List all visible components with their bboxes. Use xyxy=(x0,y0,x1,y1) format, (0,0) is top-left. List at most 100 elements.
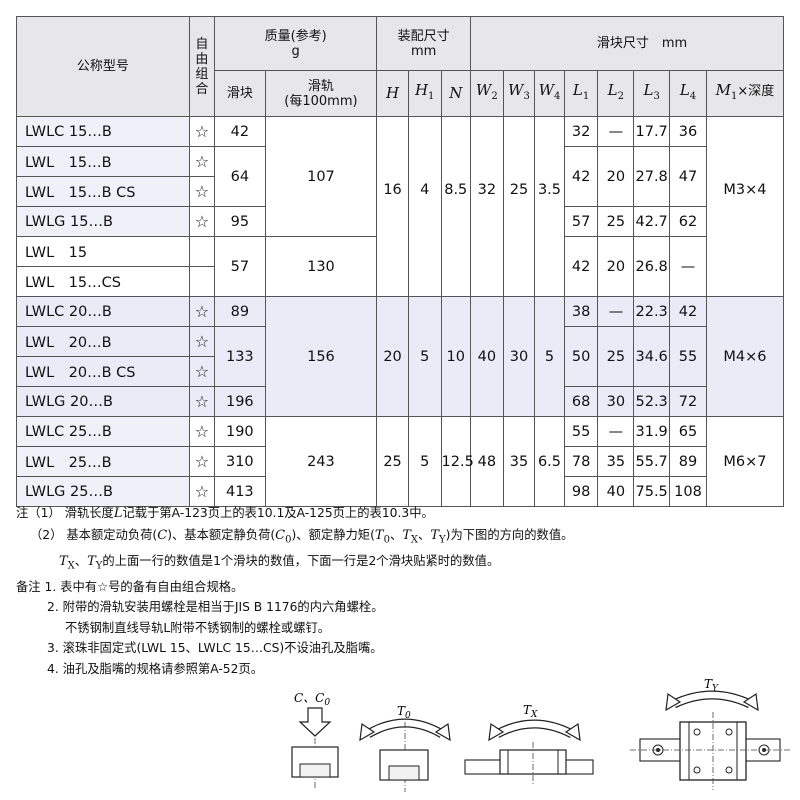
N-cell: 8.5 xyxy=(440,116,472,297)
table-row: LWLG 20…B ☆ 196 68 30 52.3 72 xyxy=(16,386,784,417)
screw-icon xyxy=(693,766,701,774)
table-row: LWL 15 57 130 42 20 26.8 — xyxy=(16,236,784,297)
L2-cell: — xyxy=(597,416,635,447)
L4-cell: 47 xyxy=(669,146,707,207)
L2-cell: 30 xyxy=(597,386,635,417)
block-mass-cell: 310 xyxy=(214,446,266,477)
header-N: N xyxy=(440,70,472,117)
star-icon: ☆ xyxy=(188,416,216,447)
note-2-detail: TX、TY的上面一行的数值是1个滑块的数值，下面一行是2个滑块贴紧时的数值。 xyxy=(59,553,500,572)
L1-cell: 42 xyxy=(563,146,599,207)
L2-cell: 20 xyxy=(597,146,635,207)
M1-cell: M4×6 xyxy=(705,296,785,417)
header-block-mass: 滑块 xyxy=(214,70,266,117)
table-row: LWLG 15…B ☆ 95 57 25 42.7 62 xyxy=(16,206,784,237)
L1-cell: 50 xyxy=(563,326,599,387)
ty-diagram: TY xyxy=(630,677,792,790)
arrowhead-left-icon xyxy=(488,722,505,742)
remark-3: 3. 滚珠非固定式(LWL 15、LWLC 15…CS)不设油孔及脂嘴。 xyxy=(47,641,383,656)
arrowhead-right-icon xyxy=(434,722,451,742)
L2-cell: — xyxy=(597,116,635,147)
L4-cell: 62 xyxy=(669,206,707,237)
model-cell: LWL 15…CS xyxy=(16,266,190,297)
arrowhead-right-icon xyxy=(564,722,581,742)
L1-cell: 55 xyxy=(563,416,599,447)
L3-cell: 75.5 xyxy=(633,476,671,507)
arrowhead-left-icon xyxy=(665,692,682,712)
L4-cell: 65 xyxy=(669,416,707,447)
model-cell: LWL 20…B CS xyxy=(16,356,190,387)
t0-diagram: T0 xyxy=(359,704,451,792)
block-mass-cell: 64 xyxy=(214,146,266,207)
L2-cell: 40 xyxy=(597,476,635,507)
L4-cell: 36 xyxy=(669,116,707,147)
model-cell: LWLC 20…B xyxy=(16,296,190,327)
load-direction-diagrams: C、C0 T0 TX xyxy=(0,660,800,796)
table-row: LWLC 15…B ☆ 42 107 16 4 8.5 32 25 3.5 32… xyxy=(16,116,785,297)
screw-icon xyxy=(725,766,733,774)
L4-cell: 108 xyxy=(669,476,707,507)
screw-icon xyxy=(725,728,733,736)
star-icon: ☆ xyxy=(188,446,216,477)
table-row: LWL 20…B CS ☆ xyxy=(16,356,784,387)
L4-cell: 55 xyxy=(669,326,707,387)
header-self-assembly: 自由组合 xyxy=(188,16,216,117)
L3-cell: 55.7 xyxy=(633,446,671,477)
L4-cell: 89 xyxy=(669,446,707,477)
model-cell: LWLG 15…B xyxy=(16,206,190,237)
model-cell: LWL 25…B xyxy=(16,446,190,477)
L4-cell: — xyxy=(669,236,707,297)
tx-diagram: TX xyxy=(464,703,594,784)
header-W4: W4 xyxy=(534,70,565,117)
diagrams-svg: C、C0 T0 TX xyxy=(291,677,792,792)
rotation-arrow-tx-fill xyxy=(495,720,574,737)
model-cell: LWL 15 xyxy=(16,236,190,267)
block-mass-cell: 413 xyxy=(214,476,266,507)
H1-cell: 5 xyxy=(407,296,442,417)
star-cell xyxy=(188,236,216,267)
header-L1: L1 xyxy=(563,70,599,117)
star-icon: ☆ xyxy=(188,206,216,237)
arrowhead-right-icon xyxy=(742,692,759,712)
block-mass-cell: 196 xyxy=(214,386,266,417)
block-mass-cell: 89 xyxy=(214,296,266,327)
tx-label: TX xyxy=(523,703,538,720)
L3-cell: 42.7 xyxy=(633,206,671,237)
star-cell xyxy=(188,266,216,297)
model-cell: LWLG 20…B xyxy=(16,386,190,417)
down-arrow-icon xyxy=(298,707,332,737)
L1-cell: 78 xyxy=(563,446,599,477)
model-cell: LWL 15…B CS xyxy=(16,176,190,207)
header-model: 公称型号 xyxy=(16,16,190,117)
L3-cell: 17.7 xyxy=(633,116,671,147)
L2-cell: 35 xyxy=(597,446,635,477)
L1-cell: 32 xyxy=(563,116,599,147)
W4-cell: 6.5 xyxy=(534,416,565,507)
header-L2: L2 xyxy=(597,70,635,117)
note-2: （2） 基本额定动负荷(C)、基本额定静负荷(C0)、额定静力矩(T0、TX、T… xyxy=(30,527,574,546)
header-mass: 质量(参考)g xyxy=(214,16,378,71)
M1-cell: M3×4 xyxy=(705,116,785,297)
header-rail-mass: 滑轨(每100mm) xyxy=(264,70,378,117)
model-cell: LWLC 25…B xyxy=(16,416,190,447)
star-icon: ☆ xyxy=(188,326,216,357)
table-row: LWL 25…B ☆ 310 78 35 55.7 89 xyxy=(16,446,784,477)
arrowhead-left-icon xyxy=(359,722,376,742)
H-cell: 20 xyxy=(376,296,409,417)
block-mass-cell: 190 xyxy=(214,416,266,447)
table-row: LWLC 20…B ☆ 89 156 20 5 10 40 30 5 38 — … xyxy=(16,296,785,417)
L2-cell: 25 xyxy=(597,326,635,387)
header-W3: W3 xyxy=(502,70,536,117)
L1-cell: 68 xyxy=(563,386,599,417)
L3-cell: 34.6 xyxy=(633,326,671,387)
note-1: 注（1） 滑轨长度L记载于第A-123页上的表10.1及A-125页上的表10.… xyxy=(16,506,434,521)
H-cell: 25 xyxy=(376,416,409,507)
model-cell: LWLG 25…B xyxy=(16,476,190,507)
table-row: LWL 15…CS xyxy=(16,266,784,297)
L1-cell: 57 xyxy=(563,206,599,237)
star-icon: ☆ xyxy=(188,176,216,207)
header-H1: H1 xyxy=(407,70,442,117)
t0-label: T0 xyxy=(397,704,411,721)
